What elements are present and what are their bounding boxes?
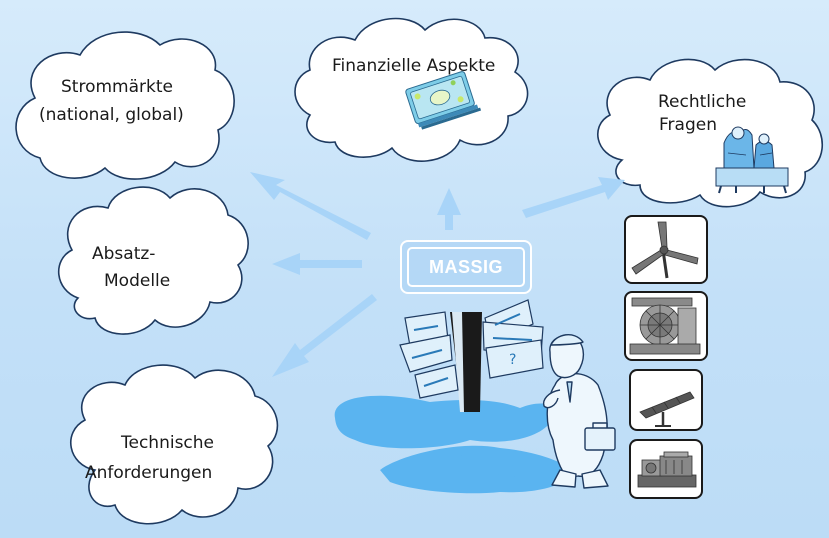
label-technische-line2: Anforderungen	[85, 463, 213, 483]
arrow-to-absatz	[272, 253, 362, 275]
center-massig-box: MASSIG	[400, 240, 532, 294]
arrow-to-rechtliche	[522, 177, 625, 218]
label-finanzielle-aspekte: Finanzielle Aspekte	[332, 56, 496, 76]
solar-panel-icon	[639, 391, 695, 427]
wind-turbine-icon	[631, 221, 699, 275]
engine-generator-box	[629, 439, 703, 499]
cloud-technische-anforderungen	[70, 364, 279, 525]
label-rechtliche-line1: Rechtliche	[658, 92, 747, 112]
label-strommaerkte-line2: (national, global)	[39, 105, 184, 125]
money-clipart	[405, 71, 482, 130]
arrow-to-strommaerkte	[250, 172, 371, 240]
signpost-clipart: ?	[399, 299, 544, 412]
energy-sources	[624, 215, 708, 499]
water-wheel-icon	[629, 297, 701, 355]
cloud-absatz-modelle	[57, 186, 249, 335]
svg-text:?: ?	[509, 352, 516, 368]
legal-clipart	[715, 126, 789, 194]
label-rechtliche-line2: Fragen	[659, 115, 717, 135]
arrow-to-finanzielle	[437, 188, 461, 230]
water-wheel-box	[624, 291, 708, 361]
arrow-to-technische	[272, 294, 377, 377]
center-massig-label: MASSIG	[428, 256, 503, 277]
arrows	[250, 172, 625, 377]
label-technische-line1: Technische	[121, 433, 215, 453]
label-absatz-line1: Absatz-	[92, 244, 156, 264]
wind-turbine-box	[624, 215, 708, 284]
label-absatz-line2: Modelle	[104, 271, 171, 291]
solar-panel-box	[629, 369, 703, 431]
man-clipart	[542, 334, 616, 489]
signpost-shadow	[334, 395, 575, 494]
engine-generator-icon	[637, 451, 697, 488]
cloud-strommaerkte	[15, 31, 235, 180]
label-strommaerkte-line1: Strommärkte	[61, 77, 173, 97]
